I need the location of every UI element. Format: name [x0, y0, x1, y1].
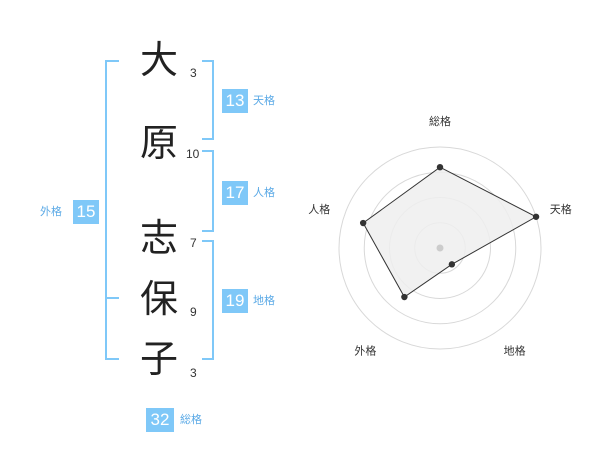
radar-axis-label-1: 総格	[429, 114, 451, 128]
radar-ring-4	[338, 146, 542, 350]
gaikaku-badge: 15	[73, 200, 99, 224]
radar-point-5	[359, 219, 367, 227]
radar-axis-label-5: 人格	[308, 202, 330, 216]
radar-point-1	[436, 164, 444, 171]
chikaku-badge: 19	[222, 289, 248, 313]
stroke-count-4: 9	[190, 305, 197, 319]
stroke-count-1: 3	[190, 66, 197, 80]
stroke-count-3: 7	[190, 236, 197, 250]
tenkaku-label: 天格	[253, 94, 275, 107]
radar-point-2	[532, 213, 540, 220]
soukaku-badge: 32	[146, 408, 174, 432]
radar-point-4	[401, 293, 408, 301]
tenkaku-badge: 13	[222, 89, 248, 113]
radar-point-3	[448, 261, 456, 268]
jinkaku-badge: 17	[222, 181, 248, 205]
name-char-5: 子	[139, 337, 178, 381]
radar-area	[362, 166, 538, 298]
jinkaku-label: 人格	[253, 186, 275, 199]
chikaku-label: 地格	[253, 294, 275, 307]
name-char-3: 志	[139, 216, 178, 260]
radar-axis-label-4: 外格	[354, 344, 376, 358]
name-char-4: 保	[139, 277, 178, 321]
soukaku-label: 総格	[180, 413, 202, 426]
gaikaku-label: 外格	[40, 205, 62, 218]
radar-axis-label-2: 天格	[550, 202, 572, 216]
stroke-count-5: 3	[190, 366, 197, 380]
name-char-2: 原	[139, 121, 178, 165]
stroke-count-2: 10	[186, 147, 200, 161]
radar-axis-label-3: 地格	[504, 344, 526, 358]
name-char-1: 大	[139, 38, 178, 82]
radar-center-dot	[436, 244, 444, 252]
